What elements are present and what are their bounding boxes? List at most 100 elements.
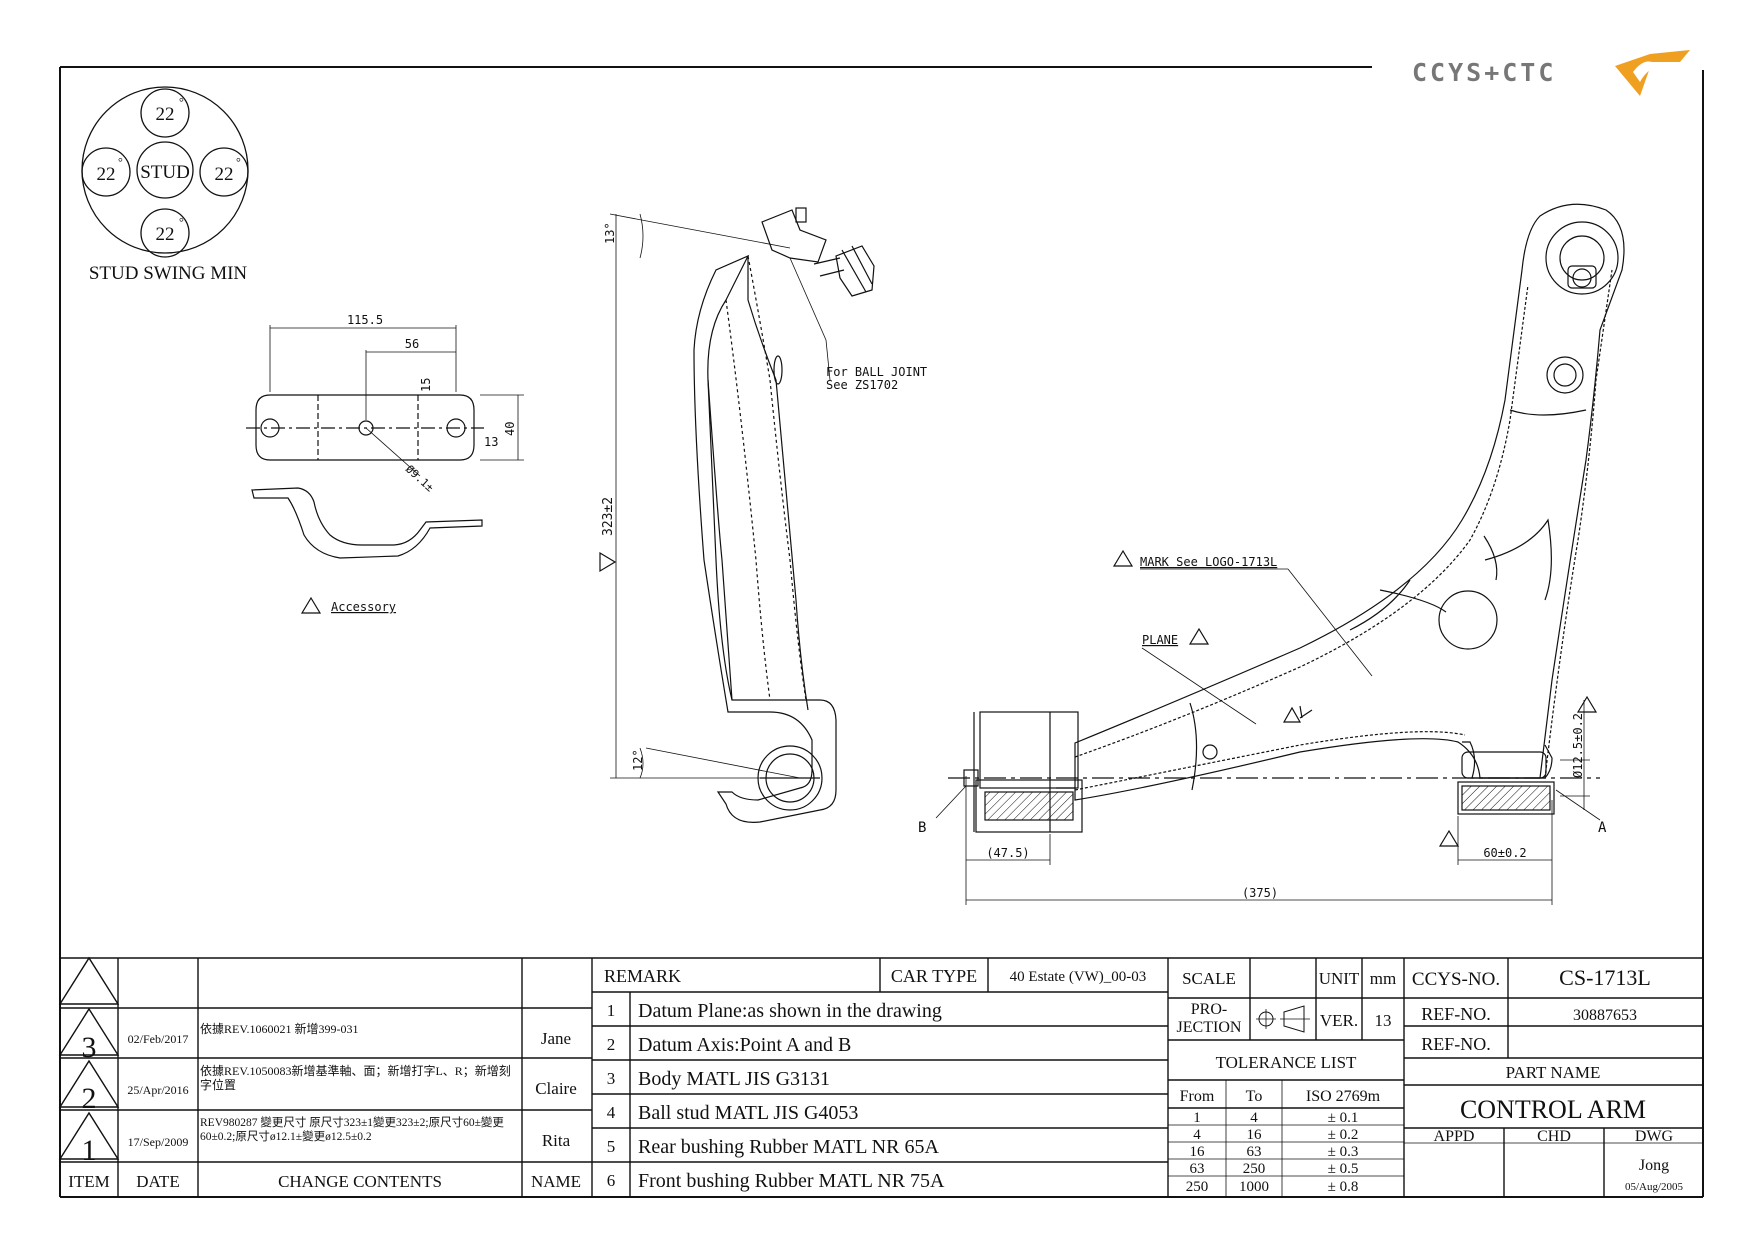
tolerance-title: TOLERANCE LIST xyxy=(1216,1053,1357,1072)
dim-13: 13 xyxy=(484,435,498,449)
revision-item: 3 xyxy=(82,1031,97,1064)
tol-header-from: From xyxy=(1180,1088,1215,1105)
dim-375: (375) xyxy=(1242,886,1278,900)
ccys-no-label: CCYS-NO. xyxy=(1412,969,1500,990)
remark-num: 4 xyxy=(607,1103,616,1122)
remark-header: REMARK xyxy=(604,966,681,986)
revision-name: Jane xyxy=(541,1029,571,1048)
unit-value: mm xyxy=(1370,969,1396,988)
stud-swing-diagram: STUD 22 22 22 22 ° ° ° ° STUD SWING MIN xyxy=(81,86,249,284)
dim-hole-dia: Ø9.1± xyxy=(403,463,437,495)
dim-56: 56 xyxy=(405,337,419,351)
dim-60: 60±0.2 xyxy=(1483,846,1526,860)
accessory-label: Accessory xyxy=(331,600,396,614)
part-name-value: CONTROL ARM xyxy=(1460,1095,1646,1124)
tol-to: 1000 xyxy=(1239,1179,1269,1195)
remark-num: 5 xyxy=(607,1137,616,1156)
revision-date: 25/Apr/2016 xyxy=(127,1083,188,1097)
ver-label: VER. xyxy=(1320,1011,1358,1030)
projection-label-2: JECTION xyxy=(1177,1019,1242,1036)
logo-text: CCYS+CTC xyxy=(1412,58,1556,87)
remark-text: Body MATL JIS G3131 xyxy=(638,1068,830,1090)
remark-num: 2 xyxy=(607,1035,616,1054)
tol-to: 4 xyxy=(1250,1110,1258,1126)
ref-no-value: 30887653 xyxy=(1573,1007,1637,1024)
part-name-label: PART NAME xyxy=(1506,1063,1601,1082)
car-type-label: CAR TYPE xyxy=(891,966,977,986)
remark-text: Rear bushing Rubber MATL NR 65A xyxy=(638,1136,939,1158)
main-view: (47.5) 60±0.2 (375) Ø12.5±0.2 A B MARK S… xyxy=(918,203,1625,905)
title-block: SCALE UNIT mm PRO- JECTION VER. 13 TOLER… xyxy=(1177,965,1684,1195)
dim-47-5: (47.5) xyxy=(986,846,1029,860)
dim-15: 15 xyxy=(419,378,433,392)
remark-text: Datum Plane:as shown in the drawing xyxy=(638,1000,942,1022)
tol-value: ± 0.2 xyxy=(1328,1127,1359,1143)
tol-value: ± 0.5 xyxy=(1328,1161,1359,1177)
datum-point-b: B xyxy=(918,820,926,836)
swing-angle-right: 22 xyxy=(215,164,234,185)
stud-label: STUD xyxy=(140,162,190,183)
dwg-name: Jong xyxy=(1639,1157,1669,1174)
mark-note: MARK See LOGO-1713L xyxy=(1140,555,1277,569)
tol-to: 63 xyxy=(1247,1144,1262,1160)
degree-mark: ° xyxy=(118,155,123,169)
note-triangle-icon xyxy=(1112,549,1134,567)
accessory-drawing: 115.5 56 15 40 13 Ø9.1± Accessory xyxy=(246,313,524,614)
plane-label: PLANE xyxy=(1142,633,1178,647)
dim-115-5: 115.5 xyxy=(347,313,383,327)
swing-angle-bottom: 22 xyxy=(156,224,175,245)
dwg-label: DWG xyxy=(1635,1128,1674,1145)
remark-text: Datum Axis:Point A and B xyxy=(638,1034,851,1056)
ref-no-label: REF-NO. xyxy=(1421,1004,1491,1024)
swing-angle-top: 22 xyxy=(156,104,175,125)
tol-header-iso: ISO 2769m xyxy=(1306,1088,1381,1105)
revision-date: 02/Feb/2017 xyxy=(128,1032,189,1046)
tol-value: ± 0.8 xyxy=(1328,1179,1359,1195)
note-triangle-icon xyxy=(1576,695,1598,713)
title-block-grid xyxy=(58,956,1703,1197)
stud-swing-caption: STUD SWING MIN xyxy=(89,263,248,284)
company-logo: CCYS+CTC xyxy=(1412,50,1690,96)
dim-13-deg: 13° xyxy=(603,222,617,244)
header-item: ITEM xyxy=(68,1172,110,1191)
tol-value: ± 0.1 xyxy=(1328,1110,1359,1126)
appd-label: APPD xyxy=(1434,1128,1475,1145)
tol-value: ± 0.3 xyxy=(1328,1144,1359,1160)
header-change-contents: CHANGE CONTENTS xyxy=(278,1172,442,1191)
ver-value: 13 xyxy=(1375,1011,1392,1030)
degree-mark: ° xyxy=(179,215,184,229)
car-type-value: 40 Estate (VW)_00-03 xyxy=(1010,969,1147,985)
revision-date: 17/Sep/2009 xyxy=(128,1135,189,1149)
tol-from: 16 xyxy=(1190,1144,1206,1160)
note-triangle-icon xyxy=(300,596,322,614)
ref-no2-label: REF-NO. xyxy=(1421,1034,1491,1054)
note-triangle-icon xyxy=(1188,627,1210,645)
chd-label: CHD xyxy=(1537,1128,1571,1145)
revision-item: 1 xyxy=(82,1134,97,1167)
degree-mark: ° xyxy=(236,155,241,169)
header-date: DATE xyxy=(136,1172,179,1191)
remark-text: Ball stud MATL JIS G4053 xyxy=(638,1102,858,1124)
tol-from: 63 xyxy=(1190,1161,1205,1177)
unit-label: UNIT xyxy=(1319,969,1360,988)
remarks-table: REMARK CAR TYPE 40 Estate (VW)_00-03 1 D… xyxy=(604,966,1146,1192)
tol-header-to: To xyxy=(1246,1088,1263,1105)
side-view: 13° 12° 323±2 For BALL JOINT See ZS1702 xyxy=(599,207,927,823)
scale-label: SCALE xyxy=(1182,969,1236,988)
tol-from: 4 xyxy=(1193,1127,1201,1143)
swing-angle-left: 22 xyxy=(97,164,116,185)
dim-40: 40 xyxy=(503,422,517,436)
ball-joint-note-line2: See ZS1702 xyxy=(826,378,898,392)
note-triangle-icon xyxy=(1438,829,1460,847)
revision-item: 2 xyxy=(82,1082,97,1115)
remark-num: 1 xyxy=(607,1001,616,1020)
remark-text: Front bushing Rubber MATL NR 75A xyxy=(638,1170,945,1192)
dwg-date: 05/Aug/2005 xyxy=(1625,1181,1684,1193)
logo-mark-icon xyxy=(1615,50,1690,96)
header-name: NAME xyxy=(531,1172,581,1191)
ball-joint-note-line1: For BALL JOINT xyxy=(826,365,927,379)
datum-point-a: A xyxy=(1598,820,1607,836)
note-triangle-icon xyxy=(1282,706,1302,723)
revision-table: 3 02/Feb/2017 依據REV.1060021 新增399-031 Ja… xyxy=(68,1022,581,1191)
